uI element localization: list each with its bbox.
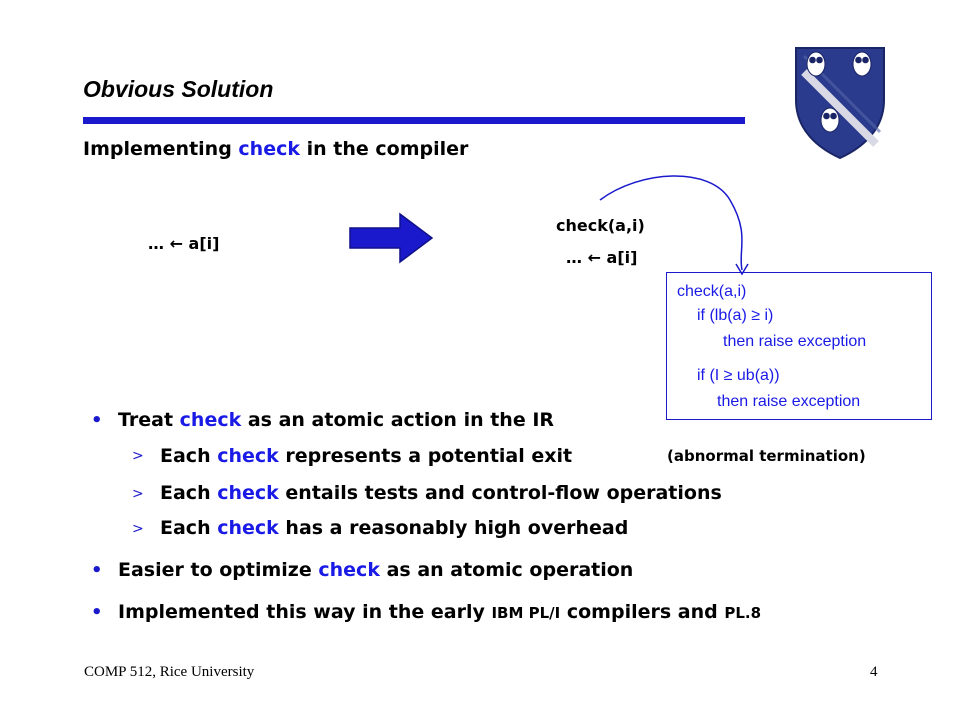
keyword-check: check — [217, 445, 279, 467]
bullet-text: Each — [160, 445, 218, 467]
code-after-check: check(a,i) — [556, 216, 645, 235]
code-after-assign: … ← a[i] — [566, 248, 638, 267]
bullet-text: Implemented this way in the early — [118, 601, 492, 623]
subtitle-keyword: check — [238, 138, 300, 160]
ibm-pli-label: IBM PL/I — [491, 604, 561, 622]
slide-title: Obvious Solution — [83, 76, 274, 102]
sub-bullet-marker: > — [132, 448, 144, 464]
curved-arrow-icon — [599, 175, 749, 276]
bullet-text: compilers and — [560, 601, 725, 623]
bullet-text: Each — [160, 517, 218, 539]
title-underline — [83, 117, 745, 124]
bullet-text: as an atomic operation — [379, 559, 634, 581]
page-number: 4 — [870, 664, 878, 680]
code-before: … ← a[i] — [148, 234, 220, 253]
bullet-text: Each — [160, 482, 218, 504]
keyword-check: check — [217, 517, 279, 539]
pl8-label: PL.8 — [724, 604, 762, 622]
check-detail-box: check(a,i) if (lb(a) ≥ i) then raise exc… — [666, 272, 932, 420]
rice-owl-shield-icon — [795, 47, 885, 160]
bullet-dot: • — [91, 410, 103, 431]
bullet-dot: • — [91, 560, 103, 581]
sub-bullet-potential-exit: Each check represents a potential exit — [160, 445, 572, 467]
sub-bullet-marker: > — [132, 521, 144, 537]
detail-line-4: if (I ≥ ub(a)) — [697, 367, 780, 384]
footer-course: COMP 512, Rice University — [84, 664, 255, 680]
right-arrow-icon — [349, 212, 434, 264]
abnormal-termination-note: (abnormal termination) — [667, 447, 866, 465]
bullet-atomic-action: Treat check as an atomic action in the I… — [118, 409, 554, 431]
subtitle-post: in the compiler — [300, 138, 469, 160]
bullet-text: entails tests and control-flow operation… — [278, 482, 722, 504]
bullet-text: Treat — [118, 409, 180, 431]
sub-bullet-marker: > — [132, 486, 144, 502]
detail-line-2: if (lb(a) ≥ i) — [697, 307, 774, 324]
keyword-check: check — [318, 559, 380, 581]
bullet-dot: • — [91, 602, 103, 623]
keyword-check: check — [179, 409, 242, 431]
keyword-check: check — [217, 482, 279, 504]
detail-line-1: check(a,i) — [677, 283, 747, 300]
bullet-ibm-pli: Implemented this way in the early IBM PL… — [118, 601, 761, 623]
sub-bullet-high-overhead: Each check has a reasonably high overhea… — [160, 517, 628, 539]
detail-line-5: then raise exception — [717, 393, 861, 410]
bullet-text: has a reasonably high overhead — [278, 517, 629, 539]
detail-line-3: then raise exception — [723, 333, 867, 350]
bullet-text: represents a potential exit — [278, 445, 573, 467]
bullet-easier-to-optimize: Easier to optimize check as an atomic op… — [118, 559, 633, 581]
sub-bullet-tests-control-flow: Each check entails tests and control-flo… — [160, 482, 722, 504]
bullet-text: as an atomic action in the IR — [241, 409, 555, 431]
subtitle-pre: Implementing — [83, 138, 239, 160]
slide-subtitle: Implementing check in the compiler — [83, 138, 468, 160]
bullet-text: Easier to optimize — [118, 559, 319, 581]
